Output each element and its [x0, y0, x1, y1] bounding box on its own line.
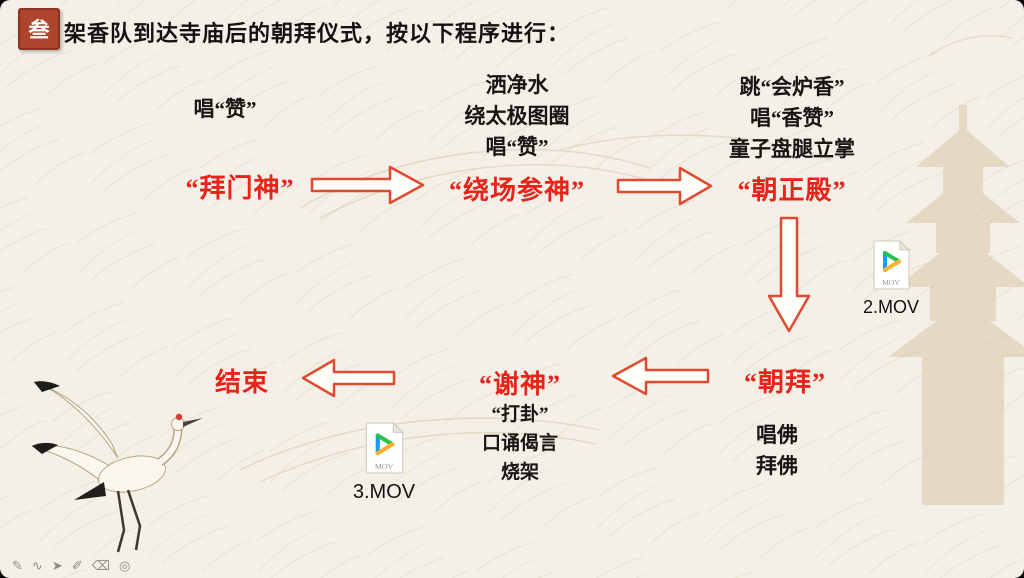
slide-title: 架香队到达寺庙后的朝拜仪式，按以下程序进行：: [64, 21, 571, 46]
label-chaozhengdian: “朝正殿”: [737, 176, 847, 205]
ink-icon[interactable]: ∿: [31, 559, 43, 574]
file-icon-text: MOV: [375, 462, 394, 471]
file-label[interactable]: 2.MOV: [862, 297, 919, 317]
note-line: 绕太极图圈: [464, 104, 570, 128]
pointer-icon[interactable]: ➤: [51, 559, 63, 574]
arrow-right-2: [616, 166, 713, 206]
laser-icon[interactable]: ◎: [119, 559, 131, 574]
note-line: 唱佛: [756, 423, 798, 447]
note-line: “打卦”: [491, 404, 549, 425]
note-line: 烧架: [500, 462, 539, 483]
note-line: 跳“会炉香”: [739, 75, 845, 99]
label-baimenshen: “拜门神”: [185, 174, 295, 203]
video-file-icon: MOV: [873, 239, 911, 290]
file-icon-text: MOV: [882, 278, 900, 287]
pen-icon[interactable]: ✎: [12, 559, 23, 574]
label-xieshen: “谢神”: [478, 370, 561, 399]
file-label[interactable]: 3.MOV: [352, 481, 416, 503]
video-play-icon: [883, 251, 901, 272]
note-line: 唱“香赞”: [750, 106, 834, 130]
video-file-icon: MOV: [365, 421, 404, 474]
note-step3: 跳“会炉香” 唱“香赞” 童子盘腿立掌: [688, 72, 896, 165]
label-chaobai: “朝拜”: [743, 368, 826, 397]
label-jieshu: 结束: [214, 368, 269, 397]
label-raochangcanshen: “绕场参神”: [448, 176, 585, 205]
note-line: 唱“赞”: [485, 135, 549, 159]
crane-illustration: [31, 381, 203, 553]
video-play-icon: [375, 433, 395, 456]
note-step1: 唱“赞”: [140, 94, 310, 125]
section-number-badge: 叁: [18, 8, 60, 50]
arrow-down: [767, 216, 811, 333]
highlighter-icon[interactable]: ✐: [71, 559, 83, 574]
note-step2: 洒净水 绕太极图圈 唱“赞”: [417, 70, 617, 163]
section-number: 叁: [28, 18, 50, 42]
video-file-3mov[interactable]: MOV 3.MOV: [348, 421, 420, 504]
note-step4: 唱佛 拜佛: [717, 420, 837, 482]
note-line: 唱“赞”: [193, 97, 257, 121]
note-line: 拜佛: [756, 454, 798, 478]
video-file-2mov[interactable]: MOV 2.MOV: [855, 239, 927, 318]
note-line: 童子盘腿立掌: [729, 137, 855, 161]
arrow-left-1: [611, 356, 710, 396]
note-line: 洒净水: [485, 73, 549, 97]
eraser-icon[interactable]: ⌫: [91, 559, 111, 574]
note-step5: “打卦” 口诵偈言 烧架: [445, 400, 595, 487]
arrow-right-1: [310, 165, 425, 205]
note-line: 口诵偈言: [481, 433, 558, 454]
arrow-left-2: [301, 358, 396, 398]
annotation-toolbar: ✎ ∿ ➤ ✐ ⌫ ◎: [12, 560, 130, 574]
